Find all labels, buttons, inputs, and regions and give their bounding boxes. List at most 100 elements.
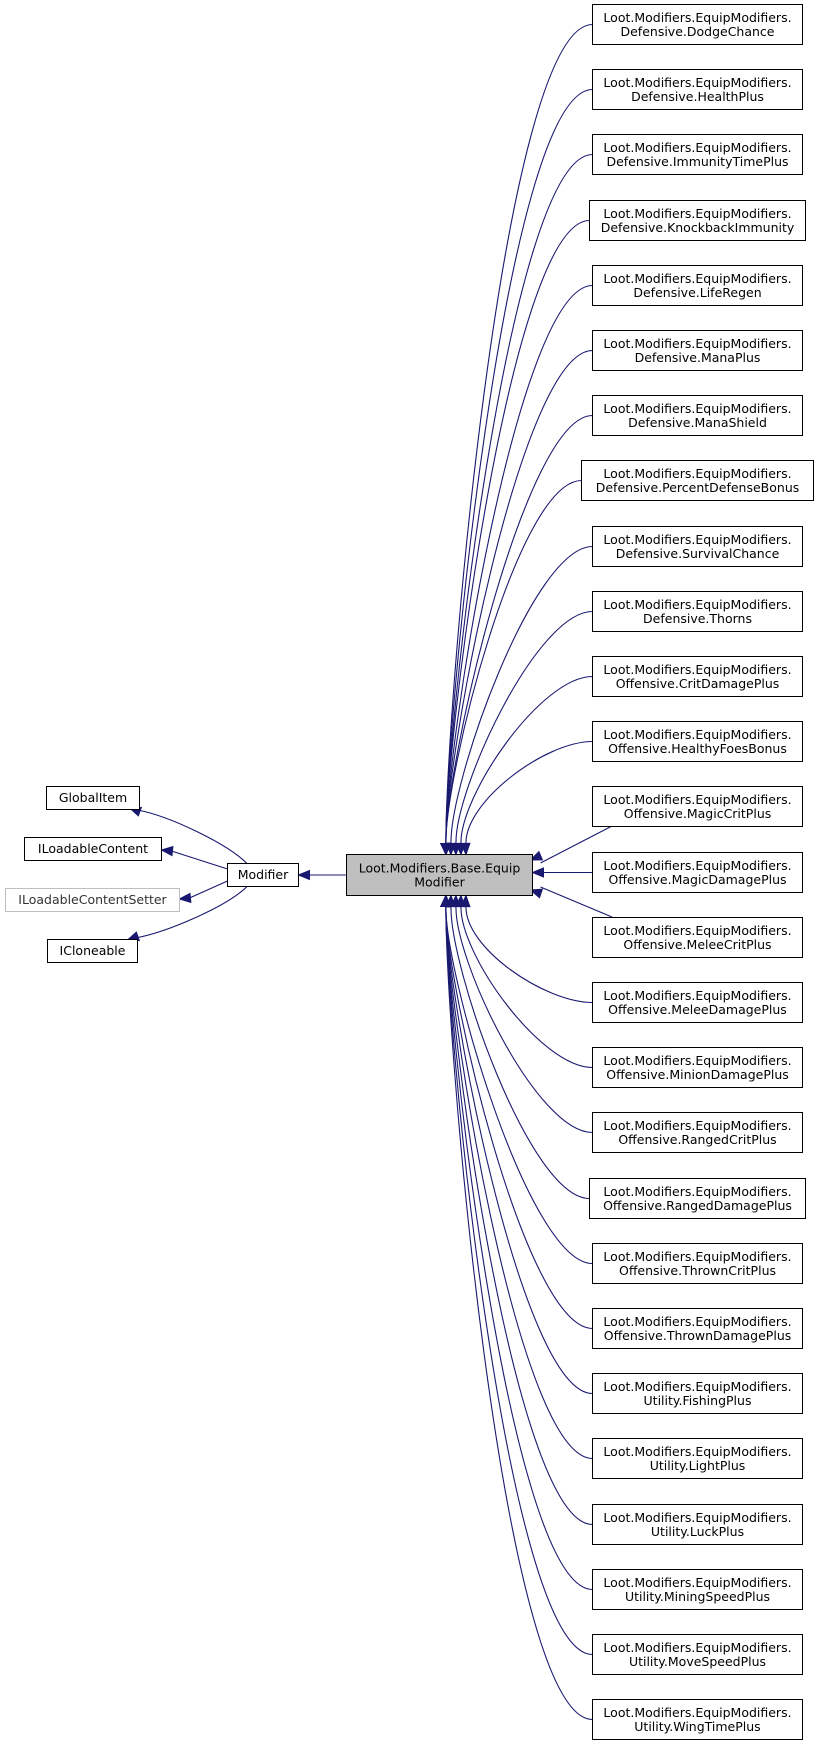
subclass-utility-mining-speed-plus-box — [592, 1569, 803, 1610]
edge-modifier-to-iloadable-content-setter-arrowhead — [178, 892, 192, 904]
parent-class-modifier[interactable]: Modifier — [227, 863, 299, 887]
subclass-offensive-magic-damage-plus[interactable]: Loot.Modifiers.EquipModifiers.Offensive.… — [592, 852, 803, 893]
inheritance-edges — [126, 23, 613, 1721]
subclass-offensive-crit-damage-plus-label-line2: Offensive.CritDamagePlus — [616, 676, 780, 691]
subclass-defensive-dodge-chance-label-line2: Defensive.DodgeChance — [620, 24, 774, 39]
subclass-defensive-knockback-immunity[interactable]: Loot.Modifiers.EquipModifiers.Defensive.… — [589, 200, 806, 241]
interface-iloadable-content[interactable]: ILoadableContent — [24, 837, 162, 861]
subclass-utility-move-speed-plus-label-line2: Utility.MoveSpeedPlus — [629, 1654, 766, 1669]
edge-offensive-ranged-crit-plus — [455, 905, 593, 1134]
subclass-defensive-dodge-chance[interactable]: Loot.Modifiers.EquipModifiers.Defensive.… — [592, 4, 803, 45]
subclass-offensive-crit-damage-plus[interactable]: Loot.Modifiers.EquipModifiers.Offensive.… — [592, 656, 803, 697]
edge-defensive-mana-plus — [445, 349, 593, 845]
subclass-utility-luck-plus-label-line2: Utility.LuckPlus — [651, 1524, 744, 1539]
subclass-offensive-crit-damage-plus-label-line1: Loot.Modifiers.EquipModifiers. — [603, 662, 791, 677]
subclass-offensive-ranged-damage-plus-label-line1: Loot.Modifiers.EquipModifiers. — [603, 1184, 791, 1199]
subclass-defensive-immunity-time-plus-box — [592, 134, 803, 175]
subclass-defensive-life-regen-label-line2: Defensive.LifeRegen — [633, 285, 761, 300]
subclass-offensive-thrown-damage-plus[interactable]: Loot.Modifiers.EquipModifiers.Offensive.… — [592, 1308, 803, 1349]
subclass-offensive-thrown-crit-plus-box — [592, 1243, 803, 1284]
subclass-defensive-life-regen[interactable]: Loot.Modifiers.EquipModifiers.Defensive.… — [592, 265, 803, 306]
subclass-defensive-survival-chance-label-line2: Defensive.SurvivalChance — [616, 546, 780, 561]
edge-offensive-thrown-damage-plus — [445, 905, 593, 1330]
subclass-defensive-mana-shield[interactable]: Loot.Modifiers.EquipModifiers.Defensive.… — [592, 395, 803, 436]
edge-offensive-healthy-foes-bonus — [465, 740, 593, 845]
subclass-utility-wing-time-plus[interactable]: Loot.Modifiers.EquipModifiers.Utility.Wi… — [592, 1699, 803, 1740]
subclass-defensive-survival-chance[interactable]: Loot.Modifiers.EquipModifiers.Defensive.… — [592, 526, 803, 567]
subclass-defensive-mana-shield-label-line1: Loot.Modifiers.EquipModifiers. — [603, 401, 791, 416]
subclass-utility-light-plus-label-line2: Utility.LightPlus — [650, 1458, 746, 1473]
subclass-utility-light-plus-box — [592, 1438, 803, 1479]
edge-defensive-health-plus — [445, 88, 593, 845]
subclass-defensive-mana-plus[interactable]: Loot.Modifiers.EquipModifiers.Defensive.… — [592, 330, 803, 371]
subclass-offensive-thrown-crit-plus-label-line1: Loot.Modifiers.EquipModifiers. — [603, 1249, 791, 1264]
edge-modifier-to-global-item — [137, 809, 248, 864]
subclass-offensive-melee-crit-plus-label-line1: Loot.Modifiers.EquipModifiers. — [603, 923, 791, 938]
interface-icloneable[interactable]: ICloneable — [47, 939, 138, 963]
edge-focus-to-modifier-arrowhead — [297, 869, 310, 881]
subclass-utility-luck-plus-label-line1: Loot.Modifiers.EquipModifiers. — [603, 1510, 791, 1525]
edge-offensive-melee-damage-plus — [465, 905, 593, 1004]
edge-offensive-healthy-foes-bonus-arrowhead — [460, 842, 471, 856]
subclass-defensive-life-regen-label-line1: Loot.Modifiers.EquipModifiers. — [603, 271, 791, 286]
subclass-offensive-ranged-damage-plus[interactable]: Loot.Modifiers.EquipModifiers.Offensive.… — [589, 1178, 806, 1219]
subclass-utility-move-speed-plus[interactable]: Loot.Modifiers.EquipModifiers.Utility.Mo… — [592, 1634, 803, 1675]
subclass-offensive-healthy-foes-bonus-box — [592, 721, 803, 762]
subclass-defensive-percent-defense-bonus-label-line2: Defensive.PercentDefenseBonus — [596, 480, 800, 495]
edge-utility-light-plus — [445, 905, 593, 1460]
subclass-defensive-health-plus[interactable]: Loot.Modifiers.EquipModifiers.Defensive.… — [592, 69, 803, 110]
subclass-utility-light-plus[interactable]: Loot.Modifiers.EquipModifiers.Utility.Li… — [592, 1438, 803, 1479]
subclass-utility-wing-time-plus-box — [592, 1699, 803, 1740]
subclass-defensive-percent-defense-bonus[interactable]: Loot.Modifiers.EquipModifiers.Defensive.… — [581, 460, 814, 501]
subclass-utility-luck-plus[interactable]: Loot.Modifiers.EquipModifiers.Utility.Lu… — [592, 1504, 803, 1545]
subclass-utility-mining-speed-plus-label-line1: Loot.Modifiers.EquipModifiers. — [603, 1575, 791, 1590]
edge-offensive-thrown-crit-plus — [445, 905, 593, 1265]
subclass-defensive-survival-chance-label-line1: Loot.Modifiers.EquipModifiers. — [603, 532, 791, 547]
subclass-offensive-magic-crit-plus[interactable]: Loot.Modifiers.EquipModifiers.Offensive.… — [592, 786, 803, 827]
interface-iloadable-content-setter-box — [5, 888, 180, 912]
interface-icloneable-box — [47, 939, 138, 963]
interface-iloadable-content-label: ILoadableContent — [38, 841, 148, 856]
subclass-offensive-melee-damage-plus-label-line2: Offensive.MeleeDamagePlus — [608, 1002, 787, 1017]
edge-modifier-to-icloneable — [135, 886, 248, 939]
interface-global-item[interactable]: GlobalItem — [46, 786, 140, 810]
edge-defensive-dodge-chance — [445, 23, 593, 845]
edge-defensive-thorns — [455, 610, 593, 845]
subclass-offensive-healthy-foes-bonus[interactable]: Loot.Modifiers.EquipModifiers.Offensive.… — [592, 721, 803, 762]
subclass-offensive-thrown-crit-plus[interactable]: Loot.Modifiers.EquipModifiers.Offensive.… — [592, 1243, 803, 1284]
subclass-utility-fishing-plus[interactable]: Loot.Modifiers.EquipModifiers.Utility.Fi… — [592, 1373, 803, 1414]
subclass-utility-fishing-plus-label-line2: Utility.FishingPlus — [644, 1393, 752, 1408]
subclass-utility-mining-speed-plus[interactable]: Loot.Modifiers.EquipModifiers.Utility.Mi… — [592, 1569, 803, 1610]
edge-modifier-to-iloadable-content-arrowhead — [160, 845, 174, 857]
focus-class-equip-modifier[interactable]: Loot.Modifiers.Base.EquipModifier — [346, 854, 533, 896]
interface-iloadable-content-setter[interactable]: ILoadableContentSetter — [5, 888, 180, 912]
interface-global-item-label: GlobalItem — [59, 790, 127, 805]
subclass-offensive-healthy-foes-bonus-label-line2: Offensive.HealthyFoesBonus — [608, 741, 787, 756]
subclass-defensive-mana-plus-box — [592, 330, 803, 371]
subclass-utility-move-speed-plus-box — [592, 1634, 803, 1675]
subclass-utility-fishing-plus-label-line1: Loot.Modifiers.EquipModifiers. — [603, 1379, 791, 1394]
edge-offensive-minion-damage-plus — [460, 905, 593, 1069]
subclass-utility-wing-time-plus-label-line2: Utility.WingTimePlus — [634, 1719, 760, 1734]
subclass-defensive-health-plus-label-line1: Loot.Modifiers.EquipModifiers. — [603, 75, 791, 90]
subclass-defensive-life-regen-box — [592, 265, 803, 306]
subclass-offensive-melee-damage-plus[interactable]: Loot.Modifiers.EquipModifiers.Offensive.… — [592, 982, 803, 1023]
subclass-offensive-minion-damage-plus-label-line1: Loot.Modifiers.EquipModifiers. — [603, 1053, 791, 1068]
parent-class-modifier-box — [227, 863, 299, 887]
subclass-defensive-knockback-immunity-label-line1: Loot.Modifiers.EquipModifiers. — [603, 206, 791, 221]
subclass-utility-fishing-plus-box — [592, 1373, 803, 1414]
subclass-defensive-thorns[interactable]: Loot.Modifiers.EquipModifiers.Defensive.… — [592, 591, 803, 632]
subclass-offensive-melee-crit-plus[interactable]: Loot.Modifiers.EquipModifiers.Offensive.… — [592, 917, 803, 958]
edge-modifier-to-iloadable-content-setter — [189, 880, 228, 899]
subclass-offensive-thrown-crit-plus-label-line2: Offensive.ThrownCritPlus — [619, 1263, 776, 1278]
subclass-offensive-magic-damage-plus-label-line2: Offensive.MagicDamagePlus — [608, 872, 786, 887]
subclass-defensive-immunity-time-plus[interactable]: Loot.Modifiers.EquipModifiers.Defensive.… — [592, 134, 803, 175]
subclass-defensive-knockback-immunity-box — [589, 200, 806, 241]
subclass-offensive-ranged-crit-plus[interactable]: Loot.Modifiers.EquipModifiers.Offensive.… — [592, 1112, 803, 1153]
edge-modifier-to-iloadable-content — [171, 850, 228, 870]
subclass-offensive-minion-damage-plus[interactable]: Loot.Modifiers.EquipModifiers.Offensive.… — [592, 1047, 803, 1088]
subclass-defensive-immunity-time-plus-label-line2: Defensive.ImmunityTimePlus — [606, 154, 788, 169]
subclass-defensive-mana-shield-label-line2: Defensive.ManaShield — [628, 415, 767, 430]
subclass-defensive-mana-plus-label-line1: Loot.Modifiers.EquipModifiers. — [603, 336, 791, 351]
